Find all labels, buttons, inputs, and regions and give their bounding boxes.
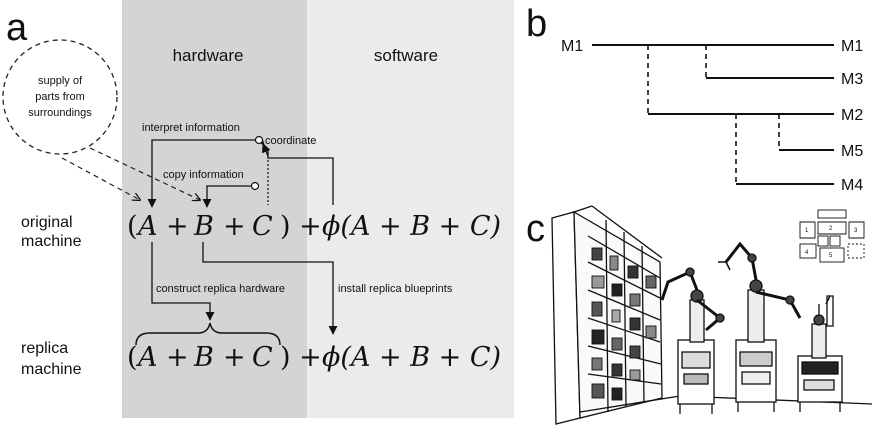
orig-close-plus: ) + bbox=[280, 211, 322, 242]
replica-expression: ( A + B + C ) + ϕ(A + B + C) bbox=[127, 342, 501, 373]
install-arrow bbox=[202, 242, 338, 335]
original-expression: ( A + B + C ) + ϕ(A + B + C) bbox=[127, 211, 501, 242]
orig-A: A bbox=[135, 211, 158, 242]
rep-C: C bbox=[252, 342, 273, 373]
robot-station-2 bbox=[718, 241, 802, 412]
replica-label-line2: machine bbox=[21, 361, 82, 378]
panel-c: c bbox=[526, 205, 872, 425]
panel-b: b M1 M1 M3 M2 M5 M4 bbox=[526, 3, 863, 194]
interpret-node bbox=[254, 135, 264, 145]
construct-label: construct replica hardware bbox=[156, 283, 285, 295]
rep-plus1: + bbox=[166, 342, 189, 373]
supply-label-line3: surroundings bbox=[28, 107, 92, 119]
replica-label-line1: replica bbox=[21, 340, 68, 357]
orig-C: C bbox=[252, 211, 273, 242]
original-label-line1: original bbox=[21, 214, 73, 231]
leaf-M5: M5 bbox=[841, 143, 863, 160]
copy-node bbox=[250, 181, 260, 191]
copy-label: copy information bbox=[163, 169, 244, 181]
orig-open-paren: ( bbox=[127, 211, 138, 242]
panel-letter-a: a bbox=[6, 7, 28, 49]
plan-num-4: 4 bbox=[805, 250, 809, 256]
rep-A: A bbox=[135, 342, 158, 373]
plan-num-5: 5 bbox=[829, 253, 833, 259]
supply-circle bbox=[2, 39, 118, 155]
coordinate-label: coordinate bbox=[265, 135, 316, 147]
rep-close-plus: ) + bbox=[280, 342, 322, 373]
panel-letter-c: c bbox=[526, 208, 545, 250]
hardware-region bbox=[122, 0, 307, 418]
robot-station-1 bbox=[660, 267, 725, 414]
panel-letter-b: b bbox=[526, 3, 547, 45]
supply-arrow-to-A bbox=[61, 157, 140, 200]
supply-arrow-to-B bbox=[89, 147, 200, 200]
coordinate-arrow bbox=[267, 150, 334, 205]
software-region bbox=[307, 0, 514, 418]
robot-station-3 bbox=[797, 295, 843, 412]
orig-phi-expr: ϕ(A + B + C) bbox=[322, 211, 501, 242]
plan-num-1: 1 bbox=[805, 228, 809, 234]
install-label: install replica blueprints bbox=[338, 283, 453, 295]
leaf-M1: M1 bbox=[841, 38, 863, 55]
shelving-unit bbox=[551, 205, 663, 425]
coordinate-pointer bbox=[261, 143, 271, 157]
rep-B: B bbox=[193, 342, 214, 373]
copy-arrow bbox=[202, 185, 252, 208]
interpret-arrow bbox=[147, 139, 256, 208]
panel-a: a hardware software supply of parts from… bbox=[2, 0, 514, 418]
rep-open-paren: ( bbox=[127, 342, 138, 373]
supply-label-line1: supply of bbox=[38, 75, 83, 87]
supply-label-line2: parts from bbox=[35, 91, 85, 103]
rep-plus2: + bbox=[223, 342, 246, 373]
orig-plus1: + bbox=[166, 211, 189, 242]
rep-phi-expr: ϕ(A + B + C) bbox=[322, 342, 501, 373]
software-header: software bbox=[374, 46, 438, 65]
construct-arrow-route bbox=[151, 283, 215, 321]
factory-illustration bbox=[551, 205, 872, 425]
orig-B: B bbox=[193, 211, 214, 242]
leaf-M2: M2 bbox=[841, 107, 863, 124]
tree-root-label: M1 bbox=[561, 38, 583, 55]
replica-overbrace bbox=[135, 322, 281, 346]
floorplan-sketch bbox=[799, 209, 865, 263]
plan-num-3: 3 bbox=[854, 228, 858, 234]
floorplan-numbers: 1 2 3 4 5 bbox=[805, 226, 858, 259]
original-label-line2: machine bbox=[21, 233, 82, 250]
leaf-M3: M3 bbox=[841, 71, 863, 88]
orig-plus2: + bbox=[223, 211, 246, 242]
hardware-header: hardware bbox=[173, 46, 244, 65]
plan-num-2: 2 bbox=[829, 226, 833, 232]
leaf-M4: M4 bbox=[841, 177, 863, 194]
interpret-label: interpret information bbox=[142, 122, 240, 134]
